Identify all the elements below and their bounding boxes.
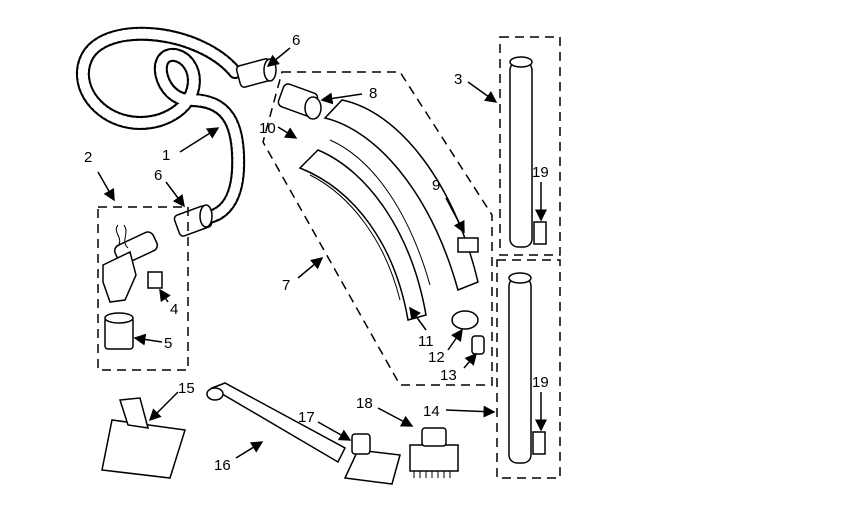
brush-bristles <box>413 471 451 478</box>
brush-tool-head <box>409 444 459 472</box>
leader-3 <box>467 81 498 103</box>
hose-part <box>75 26 246 225</box>
clip-part-4 <box>147 271 163 289</box>
callout-12: 12 <box>428 349 445 366</box>
brush-tool-part-18 <box>409 427 459 478</box>
leader-15 <box>148 391 179 422</box>
callout-2: 2 <box>84 149 92 166</box>
tube-14-latch <box>532 431 546 455</box>
brush-tool-neck <box>421 427 447 447</box>
latch-part-13 <box>471 335 485 355</box>
wand-halves <box>298 99 479 321</box>
callout-10: 10 <box>259 120 276 137</box>
callout-4: 4 <box>170 301 178 318</box>
callout-5: 5 <box>164 335 172 352</box>
tube-14-top <box>508 272 532 284</box>
callout-9: 9 <box>432 177 440 194</box>
clip-part-12 <box>451 310 479 330</box>
upholstery-tool-part-17 <box>343 433 401 485</box>
leader-6a <box>266 47 291 67</box>
tube-part-3 <box>509 56 547 248</box>
callout-19b: 19 <box>532 374 549 391</box>
callout-6b: 6 <box>154 167 162 184</box>
floor-tool-part-15 <box>101 397 186 479</box>
group-box-3 <box>499 36 561 256</box>
callout-11: 11 <box>418 333 434 350</box>
clip-12-body <box>451 310 479 330</box>
callout-16: 16 <box>214 457 231 474</box>
callout-3: 3 <box>454 71 462 88</box>
tube-3-body <box>509 61 533 248</box>
leader-6b <box>165 181 185 208</box>
cuff-upper-opening <box>263 58 277 82</box>
handle-part <box>102 224 159 303</box>
leader-11 <box>409 306 427 331</box>
leader-lines <box>97 47 547 459</box>
crevice-tool-end <box>206 387 224 401</box>
leader-10 <box>277 126 298 139</box>
tube-14-body <box>508 277 532 464</box>
connector-8-ring <box>304 96 322 120</box>
callout-13: 13 <box>440 367 457 384</box>
callout-19a: 19 <box>532 164 549 181</box>
leader-8 <box>320 92 363 105</box>
callout-1: 1 <box>162 147 170 164</box>
callout-8: 8 <box>369 85 377 102</box>
leader-7 <box>297 257 324 279</box>
leader-4 <box>159 288 171 303</box>
floor-tool-neck <box>119 397 150 429</box>
hose-coil-inner <box>77 28 244 223</box>
group-box-2 <box>97 206 189 371</box>
wand-channel-2 <box>329 139 431 286</box>
wand-back-half <box>298 149 427 321</box>
callout-14: 14 <box>423 403 440 420</box>
wand-channel <box>309 174 401 301</box>
upholstery-tool-head <box>343 449 401 485</box>
callout-7: 7 <box>282 277 290 294</box>
switch-9-body <box>457 237 479 253</box>
callout-15: 15 <box>178 380 195 397</box>
cuff-lower-opening <box>199 204 213 228</box>
callout-labels: 1 2 3 4 5 6 6 7 8 9 10 11 12 13 14 15 16… <box>84 32 549 474</box>
tube-3-top <box>509 56 533 68</box>
crevice-tool-body <box>210 382 346 464</box>
callout-18: 18 <box>356 395 373 412</box>
leader-16 <box>235 441 264 459</box>
tube-part-14 <box>508 272 546 464</box>
cuff-upper-part <box>235 58 277 88</box>
group-box-7 <box>262 71 493 386</box>
leader-5 <box>133 333 163 346</box>
leader-18 <box>377 407 414 427</box>
leader-17 <box>317 421 352 441</box>
handle-wires <box>115 224 129 249</box>
crevice-tool-part-16 <box>206 382 346 464</box>
canister-5-top <box>104 312 134 324</box>
canister-part-5 <box>104 312 134 350</box>
clip-4-body <box>147 271 163 289</box>
tube-3-latch <box>533 221 547 245</box>
group-box-14 <box>496 259 561 479</box>
latch-13-body <box>471 335 485 355</box>
handle-elbow <box>102 250 137 303</box>
upholstery-tool-neck <box>351 433 371 455</box>
leader-2 <box>97 171 115 202</box>
switch-part-9 <box>457 237 479 253</box>
wand-front-half <box>323 99 479 292</box>
connector-part-8 <box>277 83 322 120</box>
leader-13 <box>463 352 477 369</box>
leader-12 <box>447 328 463 351</box>
leader-9 <box>445 197 465 234</box>
callout-17: 17 <box>298 409 315 426</box>
leader-1 <box>179 127 220 153</box>
cuff-lower-part <box>173 204 213 237</box>
callout-6a: 6 <box>292 32 300 49</box>
floor-tool-head <box>101 419 186 479</box>
leader-14 <box>445 405 496 418</box>
